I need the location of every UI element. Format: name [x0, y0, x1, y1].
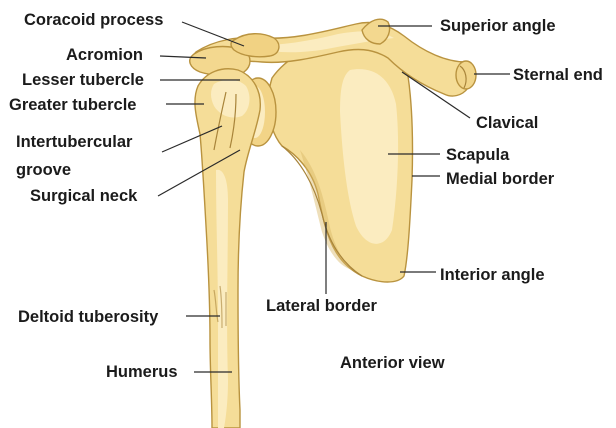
label-surgical-neck: Surgical neck [30, 187, 138, 205]
label-deltoid-tuberosity: Deltoid tuberosity [18, 308, 159, 326]
label-lesser-tubercle: Lesser tubercle [22, 71, 144, 89]
label-lateral-border: Lateral border [266, 297, 378, 315]
label-sternal-end: Sternal end [513, 66, 603, 84]
label-scapula: Scapula [446, 146, 510, 164]
label-humerus: Humerus [106, 363, 178, 381]
label-interior-angle: Interior angle [440, 266, 545, 284]
label-acromion: Acromion [66, 46, 143, 64]
label-anterior-view: Anterior view [340, 354, 445, 372]
label-intertubercular-groove-line1: Intertubercular [16, 133, 133, 151]
label-medial-border: Medial border [446, 170, 555, 188]
humerus-bone [195, 69, 260, 428]
label-superior-angle: Superior angle [440, 17, 556, 35]
label-greater-tubercle: Greater tubercle [9, 96, 136, 114]
label-clavical: Clavical [476, 114, 538, 132]
label-intertubercular-groove-line2: groove [16, 161, 71, 179]
scapula-bone [268, 37, 412, 283]
label-coracoid-process: Coracoid process [24, 11, 163, 29]
leader-coracoid-process [182, 22, 244, 46]
